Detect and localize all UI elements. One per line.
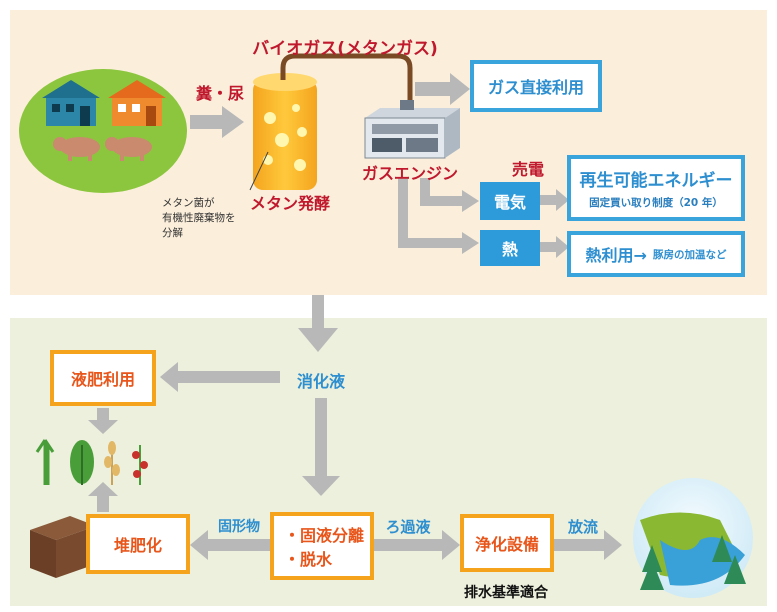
arrow-to-gas-direct-use [415, 73, 470, 105]
fermentation-label: メタン発酵 [249, 194, 330, 213]
discharge-label: 放流 [567, 518, 598, 536]
liquid-fertilizer-text: 液肥利用 [70, 370, 135, 389]
pig-icon [105, 137, 152, 161]
gas-engine-icon [364, 100, 460, 159]
heat-use-main: 熱利用→ [585, 246, 647, 265]
heat-text: 熱 [501, 240, 518, 259]
sell-power-label: 売電 [511, 160, 544, 179]
engine-label: ガスエンジン [361, 164, 458, 183]
separation-line: ・脱水 [284, 550, 333, 569]
discharge-nature-icon [633, 478, 753, 598]
compost-text: 堆肥化 [113, 536, 162, 555]
separation-box: ・固液分離 ・脱水 [270, 512, 374, 580]
renewable-subtitle: 固定買い取り制度（20 年） [589, 197, 723, 209]
arrow-to-liquid-fertilizer [160, 362, 280, 392]
electricity-box: 電気 [480, 182, 540, 220]
note-pointer [249, 151, 269, 191]
bacteria-note-line: 有機性廃棄物を [162, 212, 236, 224]
bacteria-note-line: 分解 [162, 227, 183, 239]
methane-tank-icon [253, 73, 317, 190]
gas-direct-use-text: ガス直接利用 [487, 78, 584, 97]
crops-icon [35, 439, 148, 485]
bacteria-note: メタン菌が 有機性廃棄物を 分解 [162, 196, 262, 241]
pig-icon [53, 137, 100, 161]
gas-direct-use-box: ガス直接利用 [470, 60, 602, 112]
liquid-fertilizer-box: 液肥利用 [50, 350, 156, 406]
arrow-compost-to-crops [88, 482, 118, 512]
biogas-label: バイオガス(メタンガス) [252, 39, 438, 59]
digestate-label: 消化液 [296, 372, 345, 391]
arrow-to-discharge [554, 530, 622, 560]
arrow-to-crops [88, 408, 118, 434]
purification-box: 浄化設備 [460, 514, 554, 572]
biogas-pipe [280, 53, 413, 103]
filtrate-label: ろ過液 [385, 518, 431, 536]
renewable-title: 再生可能エネルギー [579, 171, 733, 191]
arrow-to-separation [302, 398, 340, 496]
arrow-to-purification [374, 530, 460, 560]
arrow-farm-to-tank [190, 106, 244, 138]
wastewater-standard-label: 排水基準適合 [464, 585, 548, 601]
compost-box: 堆肥化 [86, 514, 190, 574]
heat-box: 熱 [480, 230, 540, 266]
arrow-down-to-digestate [298, 295, 338, 352]
electricity-text: 電気 [493, 193, 526, 212]
farm-illustration [19, 69, 187, 193]
manure-label: 糞・尿 [195, 84, 244, 103]
heat-use-detail: 豚房の加温など [652, 248, 727, 261]
arrow-engine-branches [398, 178, 479, 254]
arrow-to-outputs [540, 189, 569, 258]
renewable-energy-box: 再生可能エネルギー 固定買い取り制度（20 年） [567, 155, 745, 221]
arrow-to-compost [190, 530, 270, 560]
purification-text: 浄化設備 [474, 535, 539, 554]
heat-use-box: 熱利用→ 豚房の加温など [567, 231, 745, 277]
solids-label: 固形物 [218, 519, 260, 535]
bacteria-note-line: メタン菌が [162, 197, 215, 209]
separation-line: ・固液分離 [284, 526, 365, 545]
